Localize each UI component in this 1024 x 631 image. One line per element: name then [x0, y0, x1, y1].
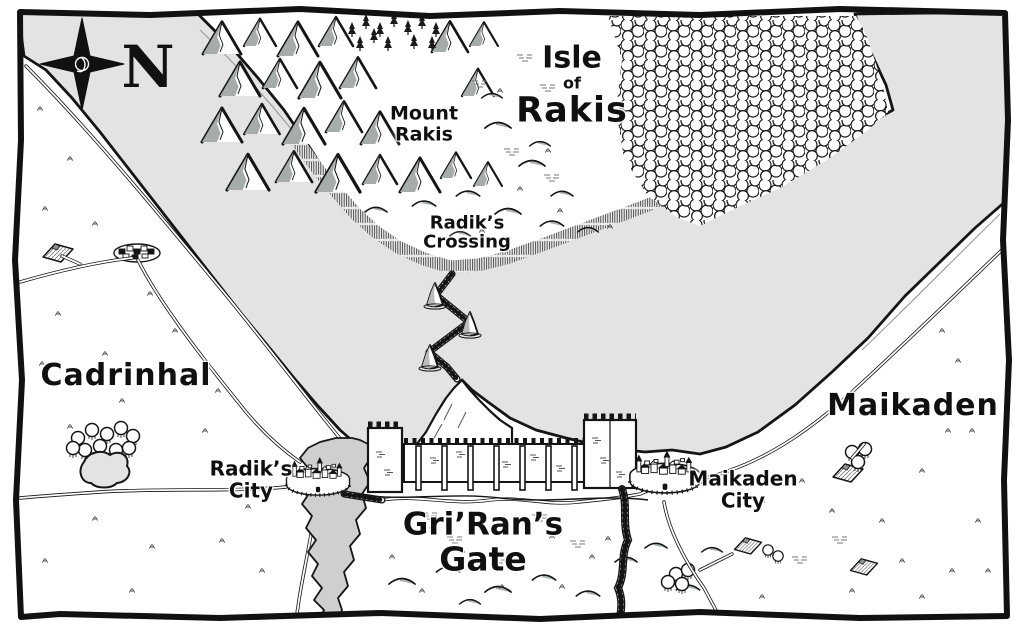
compass-rose: N: [39, 17, 175, 111]
label-isle-line1: Isle: [542, 40, 602, 76]
label-region-maikaden: Maikaden: [827, 387, 999, 423]
label-gate-line1: Gri’Ran’s: [402, 506, 564, 543]
label-mount-line1: Mount: [389, 102, 459, 125]
label-mount-rakis: Mount Rakis: [390, 103, 458, 144]
label-isle-of-rakis: Isle of Rakis: [516, 40, 628, 130]
label-crossing-line2: Crossing: [423, 232, 511, 253]
label-radiks-city-line2: City: [228, 478, 274, 502]
label-gate-line2: Gate: [439, 539, 527, 579]
stair-wall: [613, 485, 633, 619]
gate-left-tower: [366, 426, 404, 494]
ravine-bridge: [340, 490, 386, 504]
gate-wall: [355, 413, 649, 501]
label-maikaden-city-line2: City: [720, 488, 766, 512]
label-radiks-crossing: Radik’s Crossing: [423, 212, 511, 253]
pond: [79, 450, 131, 489]
label-maikaden-city-line1: Maikaden: [688, 466, 798, 491]
forest: [608, 16, 888, 226]
gate-peninsula-rock: [412, 378, 514, 450]
label-grirans-gate: Gri’Ran’s Gate: [402, 506, 564, 579]
label-radiks-city: Radik’s City: [210, 458, 293, 501]
label-region-cadrinhal: Cadrinhal: [40, 357, 212, 393]
label-isle-line3: Rakis: [516, 89, 628, 130]
compass-star-icon: [39, 17, 125, 111]
label-radiks-city-line1: Radik’s: [209, 456, 293, 481]
label-maikaden-text: Maikaden: [827, 387, 999, 423]
compass-north-letter: N: [121, 33, 174, 101]
label-cadrinhal-text: Cadrinhal: [40, 357, 212, 393]
map-border: [12, 6, 1012, 622]
label-isle-line2: of: [563, 73, 581, 93]
label-maikaden-city: Maikaden City: [688, 468, 797, 511]
label-mount-line2: Rakis: [395, 123, 453, 145]
label-crossing-line1: Radik’s: [429, 212, 505, 234]
